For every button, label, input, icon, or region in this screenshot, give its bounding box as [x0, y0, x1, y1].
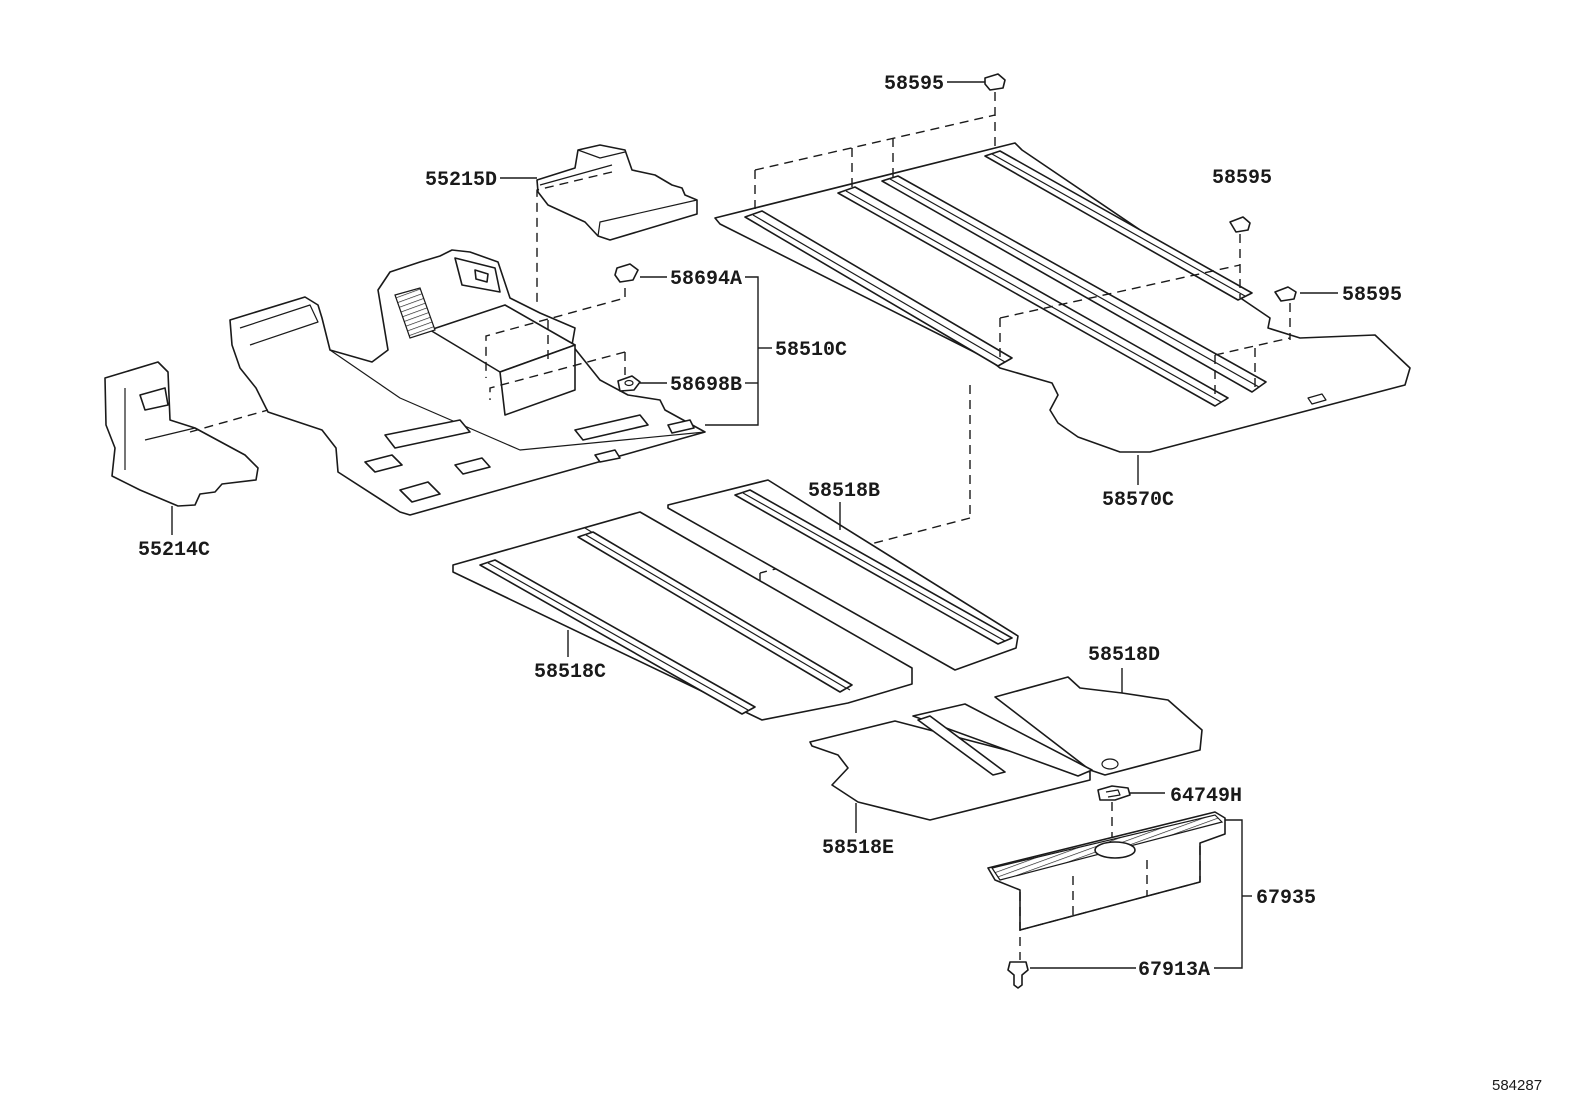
clip-58698b — [617, 375, 641, 392]
front-carpet-cutout-7 — [667, 419, 695, 434]
rear-carpet-rail-3-inner — [889, 178, 1260, 388]
guide-58694a — [485, 288, 626, 378]
clip-58595-top — [984, 73, 1006, 91]
part-58595-upper-right-clip — [999, 216, 1251, 358]
part-58518e-floor-mat — [809, 703, 1093, 833]
guide-55214c — [189, 409, 269, 433]
guide-58595-top-diagonal — [754, 114, 996, 171]
part-58694a-clip — [485, 263, 667, 378]
front-carpet-upper-box-square — [474, 269, 489, 283]
rear-carpet-rail-3 — [881, 175, 1267, 393]
figure-number: 584287 — [1492, 1077, 1542, 1094]
part-58510c-front-carpet — [229, 249, 772, 516]
callout-55214c: 55214C — [138, 539, 210, 562]
rear-carpet-rail-2-inner — [845, 190, 1222, 403]
callout-67913a: 67913A — [1138, 959, 1210, 982]
guide-58698b-diagonal — [489, 351, 626, 400]
front-carpet-cutout-1 — [364, 454, 403, 473]
insulator-55215d-ridge — [539, 164, 613, 186]
callout-58518b: 58518B — [808, 480, 880, 503]
mat-58518c-strip-2-inner — [585, 534, 847, 689]
part-64749h-clip — [1097, 785, 1165, 845]
callout-58595-upper-right: 58595 — [1212, 167, 1272, 190]
guide-58595-r-diagonal — [1214, 337, 1291, 356]
callout-67935: 67935 — [1256, 887, 1316, 910]
part-55215d-insulator — [500, 144, 698, 305]
rear-carpet-rail-4-inner — [991, 153, 1246, 297]
mat-58518d-outline — [994, 676, 1203, 776]
front-carpet-cutout-6 — [594, 449, 621, 463]
front-carpet-cutout-2 — [399, 481, 441, 503]
guide-58595-ur-diagonal — [999, 264, 1241, 319]
callout-58694a: 58694A — [670, 268, 742, 291]
insulator-55214c-floor — [144, 427, 246, 456]
part-67935-scuff-plate — [987, 811, 1252, 969]
insulator-55215d-outline — [536, 144, 698, 241]
guide-55215d — [536, 171, 613, 305]
front-carpet-cutout-5 — [574, 414, 649, 441]
front-carpet-cutout-4 — [384, 419, 471, 449]
front-carpet-outline — [229, 249, 706, 516]
mat-58518c-outline — [452, 511, 913, 721]
part-55214c-insulator — [104, 361, 269, 535]
mat-58518b-outline — [667, 479, 1019, 671]
mat-58518c-strip-1-inner — [487, 562, 749, 711]
callout-58595-right: 58595 — [1342, 284, 1402, 307]
mat-58518d-hole — [1101, 758, 1119, 770]
callout-58595-top: 58595 — [884, 73, 944, 96]
part-58698b-clip — [489, 351, 758, 400]
bracket-58510c — [705, 276, 759, 426]
clip-58698b-center — [624, 379, 634, 387]
front-carpet-console-side — [499, 344, 576, 416]
scuff-plate-clip-seat — [1094, 841, 1136, 859]
mat-58518c-strip-2 — [577, 531, 853, 693]
mat-58518e-strip — [917, 715, 1006, 776]
rear-carpet-rail-1-inner — [752, 214, 1006, 363]
insulator-55214c-outline — [104, 361, 259, 507]
callout-labels: 58595 55215D 58595 58694A 58595 58510C 5… — [138, 73, 1402, 982]
mat-58518e-middle-panel — [912, 703, 1093, 777]
clip-64749h-slot — [1105, 789, 1121, 798]
callout-58570c: 58570C — [1102, 489, 1174, 512]
callout-64749h: 64749H — [1170, 785, 1242, 808]
clip-58595-upper-right — [1229, 216, 1251, 233]
insulator-55215d-hump — [577, 149, 626, 159]
guide-67935-base — [1019, 881, 1201, 931]
mat-58518b-strip-inner — [742, 492, 1006, 642]
callout-58518e: 58518E — [822, 837, 894, 860]
rear-carpet-notch — [1307, 393, 1327, 405]
part-58518c-floor-mat — [452, 511, 913, 721]
clip-64749h — [1097, 785, 1131, 801]
part-58595-right-clip — [1214, 286, 1338, 400]
callout-58518d: 58518D — [1088, 644, 1160, 667]
front-carpet-cutout-3 — [454, 457, 491, 475]
callout-55215d: 55215D — [425, 169, 497, 192]
part-58518d-floor-mat — [994, 668, 1203, 776]
part-58518b-floor-mat — [667, 479, 1019, 671]
bracket-67935 — [1214, 819, 1243, 969]
front-carpet-shift-ribs — [394, 287, 436, 339]
part-58595-top-clip — [754, 73, 1006, 213]
part-67913a-clip — [1007, 961, 1136, 989]
clip-58694a — [614, 263, 639, 283]
clip-67913a — [1007, 961, 1029, 989]
front-carpet-left-wall — [239, 304, 319, 346]
clip-58595-right — [1274, 286, 1297, 302]
insulator-55214c-window — [139, 387, 169, 411]
part-58570c-rear-floor-carpet — [714, 142, 1411, 485]
callout-58518c: 58518C — [534, 661, 606, 684]
callout-58510c: 58510C — [775, 339, 847, 362]
callout-58698b: 58698B — [670, 374, 742, 397]
insulator-55215d-side — [597, 199, 698, 237]
